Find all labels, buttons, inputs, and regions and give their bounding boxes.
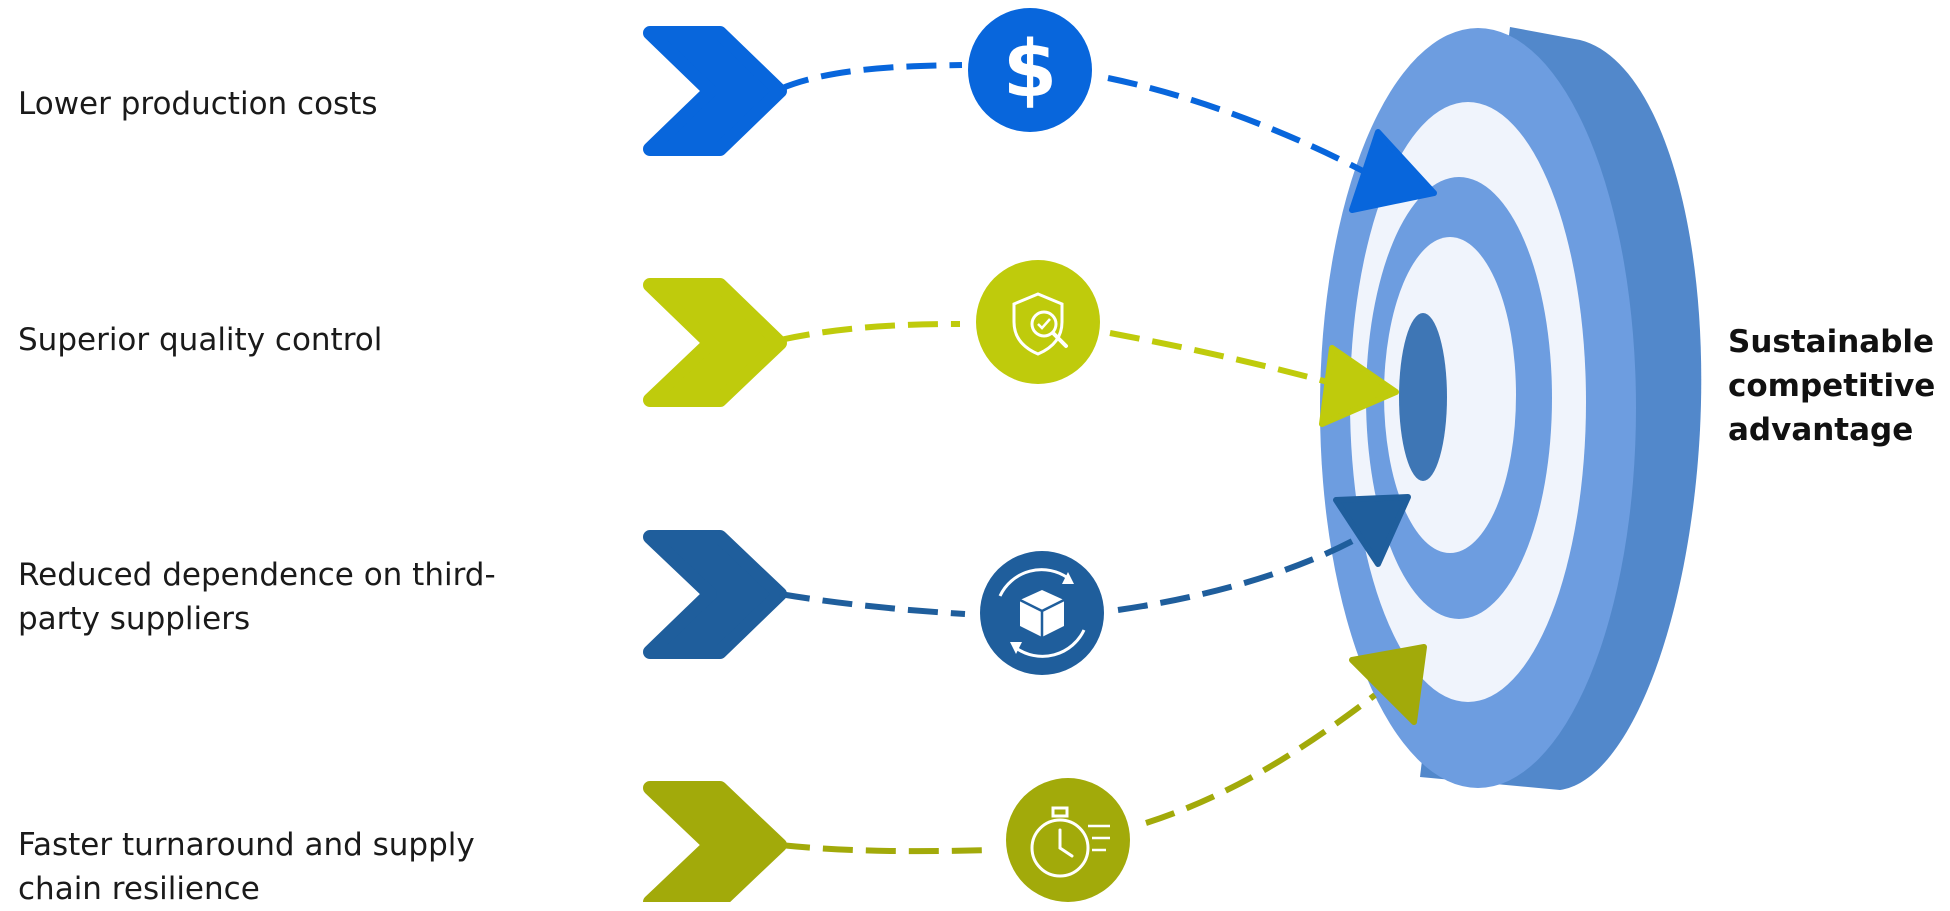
dashed-connector [1117,534,1362,613]
benefit-label-reduced-dependence: Reduced dependence on third-party suppli… [18,557,496,637]
dashed-connector [1145,692,1377,826]
target-center [1399,313,1447,481]
chevron-right-icon [643,278,787,407]
dollar-icon: $ [968,8,1092,132]
dashed-connector [1109,330,1351,391]
dashed-connector [778,62,963,92]
svg-text:$: $ [1003,25,1057,115]
arrow-head [1349,129,1437,213]
target-icon [1320,27,1702,790]
benefit-label-faster-turnaround: Faster turnaround and supply chain resil… [18,827,475,907]
dashed-connector [779,591,966,617]
chevron-right-icon [643,781,787,902]
dashed-connector [779,321,961,343]
dashed-connector [1107,75,1367,175]
chevron-right-icon [643,530,787,659]
benefit-row-3 [643,494,1411,675]
goal-label: Sustainable competitive advantage [1728,324,1936,448]
arrow-head [1333,494,1411,567]
stopwatch-icon [1006,778,1130,902]
benefit-row-1: $ [643,8,1437,213]
benefit-row-4 [643,644,1427,902]
benefit-label-lower-production-costs: Lower production costs [18,86,378,122]
dashed-connector [779,842,991,855]
quality-shield-icon [976,260,1100,384]
arrow-head [1319,345,1399,427]
benefit-label-superior-quality-control: Superior quality control [18,322,383,358]
box-cycle-icon [980,551,1104,675]
arrow-head [1349,644,1427,725]
benefit-row-2 [643,260,1399,427]
chevron-right-icon [643,26,787,156]
